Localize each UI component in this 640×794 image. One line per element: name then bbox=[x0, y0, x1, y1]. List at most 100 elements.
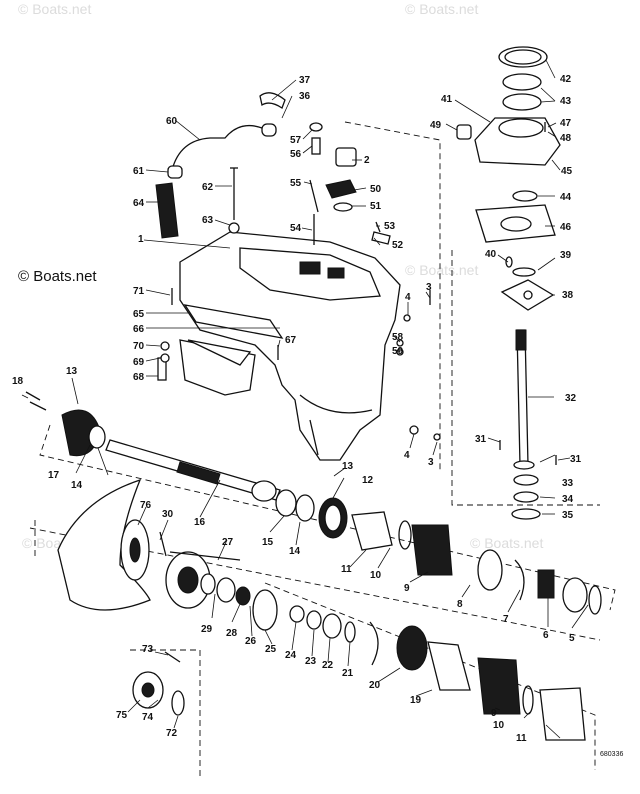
label-36: 36 bbox=[299, 91, 311, 102]
bolts-upper bbox=[228, 167, 319, 245]
label-33: 33 bbox=[562, 478, 574, 489]
label-13-right: 13 bbox=[342, 461, 354, 472]
part-number-labels: 1 2 3 3 4 4 5 6 7 8 9 9 10 10 11 11 12 1… bbox=[12, 74, 582, 744]
label-10-upper: 10 bbox=[370, 570, 382, 581]
propeller-shaft-group bbox=[25, 391, 281, 502]
watermark-main: © Boats.net bbox=[18, 268, 97, 285]
label-41: 41 bbox=[441, 94, 453, 105]
label-49: 49 bbox=[430, 120, 442, 131]
label-9-upper: 9 bbox=[404, 583, 410, 594]
label-57: 57 bbox=[290, 135, 302, 146]
label-17: 17 bbox=[48, 470, 60, 481]
label-69: 69 bbox=[133, 357, 145, 368]
label-18: 18 bbox=[12, 376, 24, 387]
label-4-lower: 4 bbox=[404, 450, 410, 461]
label-62: 62 bbox=[202, 182, 214, 193]
watermark-faint-5: © Boats.net bbox=[470, 535, 543, 551]
label-73: 73 bbox=[142, 644, 154, 655]
label-34: 34 bbox=[562, 494, 574, 505]
label-42: 42 bbox=[560, 74, 572, 85]
label-48: 48 bbox=[560, 133, 572, 144]
watermark-faint-2: © Boats.net bbox=[405, 1, 478, 17]
label-27: 27 bbox=[222, 537, 234, 548]
label-52: 52 bbox=[392, 240, 404, 251]
label-26: 26 bbox=[245, 636, 257, 647]
watermark-faint-1: © Boats.net bbox=[18, 1, 91, 17]
label-1: 1 bbox=[138, 234, 144, 245]
label-65: 65 bbox=[133, 309, 145, 320]
water-pump-assembly bbox=[456, 46, 561, 311]
label-66: 66 bbox=[133, 324, 145, 335]
label-70: 70 bbox=[133, 341, 145, 352]
label-59: 59 bbox=[392, 346, 404, 357]
label-19: 19 bbox=[410, 695, 422, 706]
label-76: 76 bbox=[140, 500, 152, 511]
label-72: 72 bbox=[166, 728, 178, 739]
label-3-lower: 3 bbox=[428, 457, 434, 468]
label-25: 25 bbox=[265, 644, 277, 655]
label-3-upper: 3 bbox=[426, 282, 432, 293]
label-29: 29 bbox=[201, 624, 213, 635]
leader-lines bbox=[21, 59, 589, 739]
label-64: 64 bbox=[133, 198, 145, 209]
label-47: 47 bbox=[560, 118, 572, 129]
figure-code: 680336 bbox=[600, 751, 623, 758]
label-9-lower: 9 bbox=[491, 708, 497, 719]
label-6: 6 bbox=[543, 630, 549, 641]
label-53: 53 bbox=[384, 221, 396, 232]
pinion-bearing-stack bbox=[309, 122, 357, 212]
label-14-left: 14 bbox=[71, 480, 83, 491]
label-20: 20 bbox=[369, 680, 381, 691]
label-31-right: 31 bbox=[570, 454, 582, 465]
label-40: 40 bbox=[485, 249, 497, 260]
label-45: 45 bbox=[561, 166, 573, 177]
drive-shaft bbox=[511, 329, 541, 520]
label-37: 37 bbox=[299, 75, 311, 86]
label-58: 58 bbox=[392, 332, 404, 343]
label-2: 2 bbox=[364, 155, 370, 166]
gearcase-housing bbox=[179, 231, 401, 461]
label-15: 15 bbox=[262, 537, 274, 548]
label-56: 56 bbox=[290, 149, 302, 160]
watermark-faint-3: © Boats.net bbox=[405, 262, 478, 278]
label-39: 39 bbox=[560, 250, 572, 261]
small-hardware bbox=[277, 221, 557, 465]
label-54: 54 bbox=[290, 223, 302, 234]
label-14-right: 14 bbox=[289, 546, 301, 557]
label-43: 43 bbox=[560, 96, 572, 107]
label-8: 8 bbox=[457, 599, 463, 610]
label-46: 46 bbox=[560, 222, 572, 233]
label-4-upper: 4 bbox=[405, 292, 411, 303]
propeller-group bbox=[57, 478, 185, 716]
gear-clutch-row bbox=[275, 489, 602, 615]
label-30: 30 bbox=[162, 509, 174, 520]
label-75: 75 bbox=[116, 710, 128, 721]
assembly-guides bbox=[29, 121, 616, 780]
label-28: 28 bbox=[226, 628, 238, 639]
label-31-left: 31 bbox=[475, 434, 487, 445]
label-23: 23 bbox=[305, 656, 317, 667]
label-22: 22 bbox=[322, 660, 334, 671]
water-tube-assembly bbox=[155, 92, 286, 239]
label-5: 5 bbox=[569, 633, 575, 644]
label-12: 12 bbox=[362, 475, 374, 486]
label-68: 68 bbox=[133, 372, 145, 383]
label-50: 50 bbox=[370, 184, 382, 195]
label-24: 24 bbox=[285, 650, 297, 661]
label-13-left: 13 bbox=[66, 366, 78, 377]
label-55: 55 bbox=[290, 178, 302, 189]
label-11-lower: 11 bbox=[516, 733, 527, 744]
label-21: 21 bbox=[342, 668, 354, 679]
label-60: 60 bbox=[166, 116, 178, 127]
label-10-lower: 10 bbox=[493, 720, 505, 731]
label-38: 38 bbox=[562, 290, 574, 301]
label-44: 44 bbox=[560, 192, 572, 203]
label-74: 74 bbox=[142, 712, 154, 723]
label-7: 7 bbox=[503, 614, 509, 625]
shift-components bbox=[157, 288, 284, 396]
label-71: 71 bbox=[133, 286, 145, 297]
label-35: 35 bbox=[562, 510, 574, 521]
label-32: 32 bbox=[565, 393, 577, 404]
label-11-upper: 11 bbox=[341, 564, 352, 575]
